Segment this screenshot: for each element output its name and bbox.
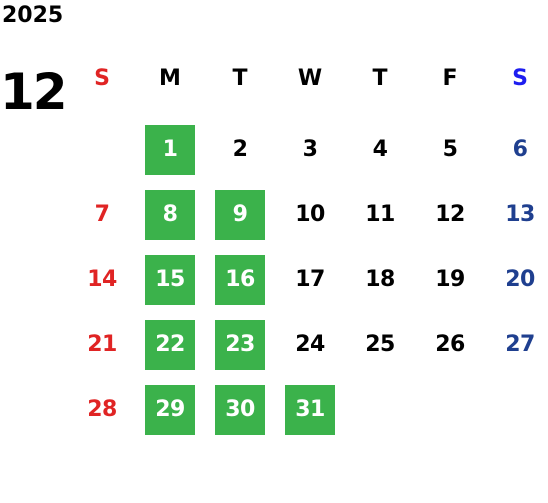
- weekday-label-sun: S: [94, 66, 110, 91]
- calendar-month: 12: [0, 63, 68, 121]
- weekday-label-wed: W: [297, 66, 323, 91]
- calendar-day-25[interactable]: 25: [365, 332, 395, 357]
- weekday-label-fri: F: [442, 66, 458, 91]
- calendar-day-30[interactable]: 30: [215, 385, 265, 435]
- calendar-day-27[interactable]: 27: [505, 332, 535, 357]
- calendar-day-13[interactable]: 13: [505, 202, 535, 227]
- calendar-day-4[interactable]: 4: [372, 137, 388, 162]
- calendar-day-31[interactable]: 31: [285, 385, 335, 435]
- calendar-day-7[interactable]: 7: [94, 202, 110, 227]
- calendar-day-28[interactable]: 28: [87, 397, 117, 422]
- calendar-day-17[interactable]: 17: [295, 267, 325, 292]
- calendar-day-14[interactable]: 14: [87, 267, 117, 292]
- calendar-day-22[interactable]: 22: [145, 320, 195, 370]
- calendar-year: 2025: [2, 3, 64, 28]
- weekday-label-tue: T: [232, 66, 248, 91]
- weekday-label-thu: T: [372, 66, 388, 91]
- calendar-day-29[interactable]: 29: [145, 385, 195, 435]
- calendar-day-26[interactable]: 26: [435, 332, 465, 357]
- calendar-day-3[interactable]: 3: [302, 137, 318, 162]
- calendar-day-23[interactable]: 23: [215, 320, 265, 370]
- calendar-day-15[interactable]: 15: [145, 255, 195, 305]
- calendar-day-6[interactable]: 6: [512, 137, 528, 162]
- weekday-label-mon: M: [159, 66, 181, 91]
- calendar-day-9[interactable]: 9: [215, 190, 265, 240]
- calendar-day-24[interactable]: 24: [295, 332, 325, 357]
- calendar-day-19[interactable]: 19: [435, 267, 465, 292]
- calendar-day-20[interactable]: 20: [505, 267, 535, 292]
- calendar-day-18[interactable]: 18: [365, 267, 395, 292]
- calendar-day-11[interactable]: 11: [365, 202, 395, 227]
- calendar-day-10[interactable]: 10: [295, 202, 325, 227]
- calendar-day-2[interactable]: 2: [232, 137, 248, 162]
- calendar-day-8[interactable]: 8: [145, 190, 195, 240]
- weekday-label-sat: S: [512, 66, 528, 91]
- calendar-day-1[interactable]: 1: [145, 125, 195, 175]
- calendar-day-12[interactable]: 12: [435, 202, 465, 227]
- calendar-day-21[interactable]: 21: [87, 332, 117, 357]
- calendar-day-16[interactable]: 16: [215, 255, 265, 305]
- calendar-day-5[interactable]: 5: [442, 137, 458, 162]
